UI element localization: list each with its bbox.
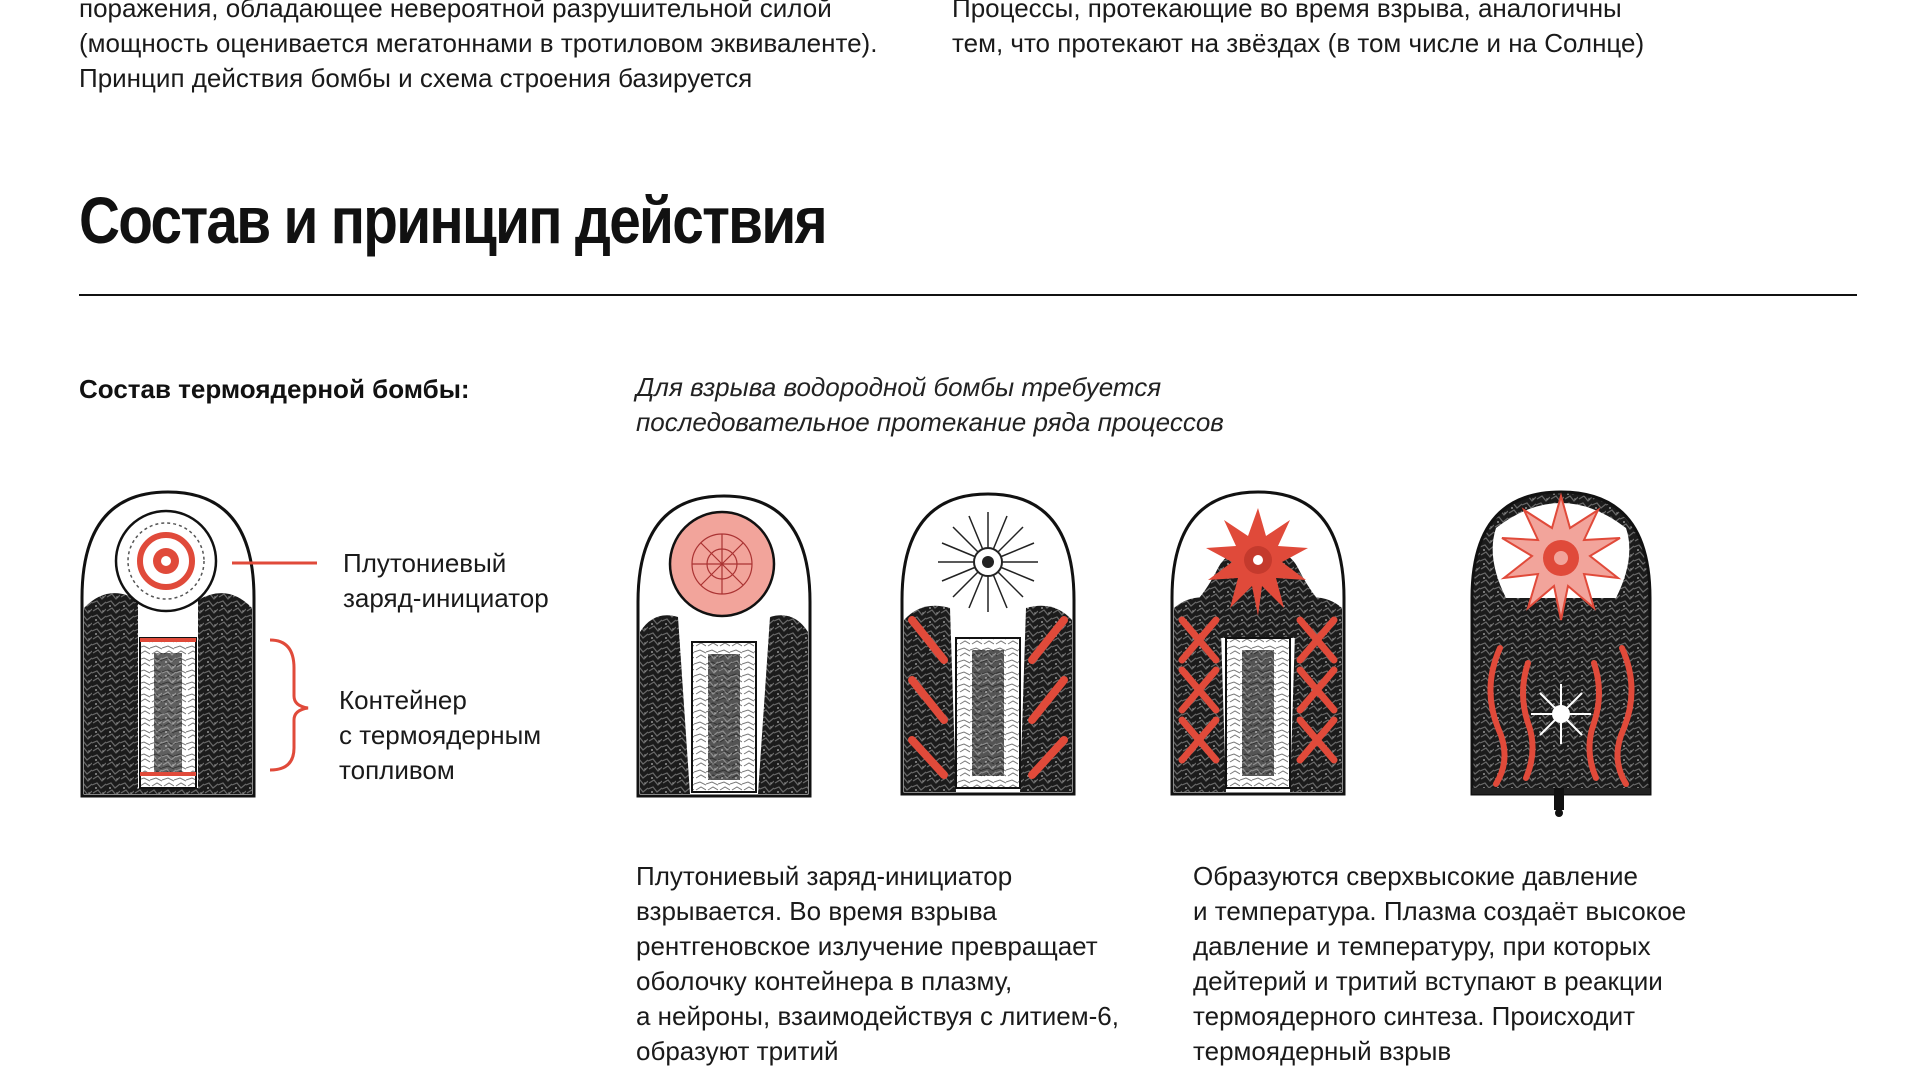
process-description-2: Образуются сверхвысокие давление и темпе…: [1193, 861, 1687, 1066]
label-container: Контейнер с термоядерным топливом: [339, 685, 542, 785]
intro-right: Процессы, протекающие во время взрыва, а…: [952, 0, 1645, 58]
intro-left: поражения, обладающее невероятной разруш…: [79, 0, 878, 93]
process-step-3-icon: [1170, 490, 1346, 796]
section-divider: [79, 294, 1857, 296]
process-step-2-icon: [900, 492, 1076, 796]
leader-lines: [232, 561, 317, 772]
composition-heading: Состав термоядерной бомбы:: [79, 374, 470, 404]
process-step-1-icon: [636, 494, 812, 798]
section-header: Состав и принцип действия: [79, 180, 948, 260]
label-initiator: Плутониевый заряд-инициатор: [343, 548, 549, 613]
cross-icon: [1178, 616, 1338, 764]
bomb-diagram-icon: [80, 490, 256, 798]
process-description-1: Плутониевый заряд-инициатор взрывается. …: [636, 861, 1119, 1066]
process-step-4-icon: [1470, 490, 1652, 817]
arrow-icon: [908, 616, 1068, 779]
process-heading: Для взрыва водородной бомбы требуется по…: [636, 372, 1224, 437]
section-title: Состав и принцип действия: [79, 183, 828, 257]
